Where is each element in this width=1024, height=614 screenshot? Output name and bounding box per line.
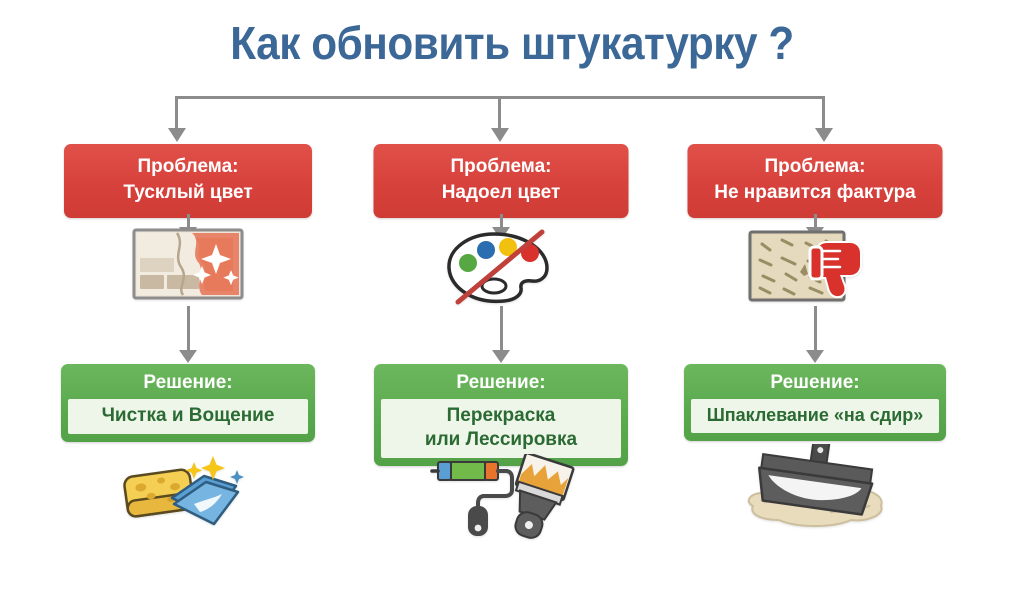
solution-panel-3: Шпаклевание «на сдир» — [691, 398, 939, 433]
problem-box-3: Проблема: Не нравится фактура — [687, 144, 943, 219]
column-dull-color: Проблема: Тусклый цвет — [28, 0, 348, 614]
problem-box-1: Проблема: Тусклый цвет — [64, 144, 312, 219]
solution-box-2: Решение: Перекраска или Лессировка — [374, 364, 628, 467]
solution-text-2-line2: или Лессировка — [424, 429, 578, 451]
problem-box-2: Проблема: Надоел цвет — [373, 144, 629, 219]
branch-connector — [168, 96, 833, 144]
sponge-and-cloth-icon — [118, 450, 258, 535]
problem-text-3: Не нравится фактура — [714, 182, 916, 204]
problem-label-2: Проблема: — [450, 156, 552, 177]
page-title: Как обновить штукатурку ? — [230, 17, 794, 69]
connector-arrowhead-3 — [815, 128, 833, 142]
roller-and-brush-icon — [426, 450, 576, 545]
solution-text-1: Чистка и Вощение — [101, 404, 275, 426]
trowel-plaster-icon — [735, 438, 895, 541]
dull-wall-sparkle-icon — [132, 228, 244, 305]
paint-brush — [514, 451, 575, 539]
problem-label-1: Проблема: — [137, 156, 239, 177]
connector-stem-2 — [498, 96, 501, 130]
connector-arrowhead-1 — [168, 128, 186, 142]
column-tired-of-color: Проблема: Надоел цвет Решение: Пе — [341, 0, 661, 614]
paint-roller — [430, 461, 514, 536]
solution-label-2: Решение: — [456, 372, 546, 393]
problem-text-1: Тусклый цвет — [123, 182, 253, 204]
connector-arrowhead-2 — [491, 128, 509, 142]
problem-text-2: Надоел цвет — [441, 182, 561, 204]
solution-panel-2: Перекраска или Лессировка — [381, 398, 621, 459]
arrow-icon-to-solution-3 — [806, 306, 824, 364]
arrow-icon-to-solution-2 — [492, 306, 510, 364]
problem-label-3: Проблема: — [764, 156, 866, 177]
arrow-icon-to-solution-1 — [179, 306, 197, 364]
solution-text-2-line1: Перекраска — [446, 404, 556, 426]
column-texture-dislike: Проблема: Не нравится фактура — [655, 0, 975, 614]
connector-stem-1 — [175, 96, 178, 130]
solution-panel-1: Чистка и Вощение — [68, 398, 308, 435]
crossed-out-palette-icon — [442, 228, 560, 313]
solution-box-1: Решение: Чистка и Вощение — [61, 364, 315, 443]
solution-box-3: Решение: Шпаклевание «на сдир» — [684, 364, 946, 441]
solution-label-3: Решение: — [770, 372, 860, 393]
textured-wall-thumbs-down-icon — [748, 228, 882, 311]
solution-label-1: Решение: — [143, 372, 233, 393]
solution-text-3: Шпаклевание «на сдир» — [706, 404, 924, 425]
connector-stem-3 — [822, 96, 825, 130]
